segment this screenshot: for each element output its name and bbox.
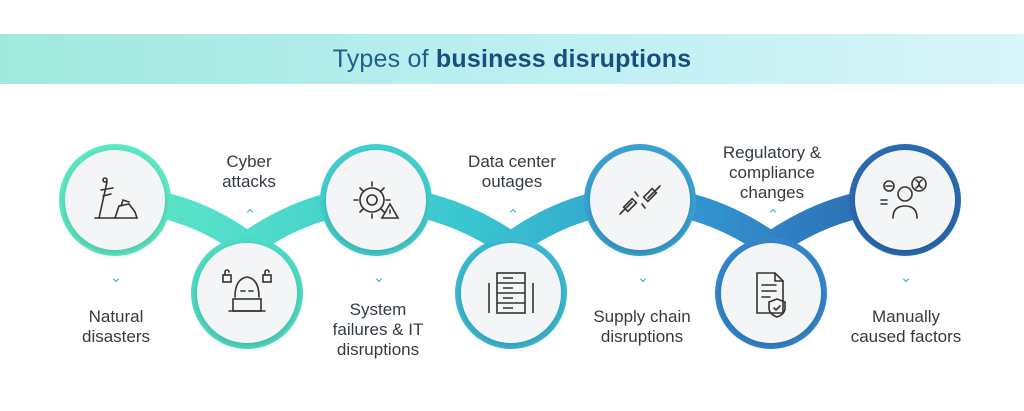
gear-warning-icon [353,181,400,219]
label-system-failures: System failures & IT disruptions [332,300,424,359]
page-title: Types of business disruptions [333,45,692,74]
chevron-up-icon: ⌃ [506,207,520,224]
node-circle [326,150,426,250]
title-bold: business disruptions [435,44,692,73]
chevron-down-icon: ⌄ [899,269,913,286]
label-manually-caused: Manually caused factors [850,307,962,346]
chevron-down-icon: ⌄ [109,269,123,286]
label-cyber-attacks: Cyber attacks [222,152,276,191]
label-natural-disasters: Natural disasters [81,307,151,346]
chevron-up-icon: ⌃ [243,207,257,224]
title-prefix: Types of [332,44,429,73]
node-circle [721,243,821,343]
label-regulatory: Regulatory & compliance changes [722,143,822,202]
document-shield-icon [756,272,786,318]
title-banner: Types of business disruptions [0,34,1024,84]
hacker-icon [222,269,272,312]
node-circle [197,243,297,343]
label-supply-chain: Supply chain disruptions [593,307,691,346]
node-circle [65,150,165,250]
chevron-down-icon: ⌄ [372,269,386,286]
label-data-center-outages: Data center outages [468,152,556,191]
chevron-down-icon: ⌄ [636,269,650,286]
chevron-up-icon: ⌃ [766,207,780,224]
server-icon [488,272,534,314]
natural-disaster-icon [94,177,138,219]
node-circle [590,150,690,250]
node-circle [855,150,955,250]
broken-chain-icon [619,185,661,215]
person-dna-icon [880,176,927,219]
